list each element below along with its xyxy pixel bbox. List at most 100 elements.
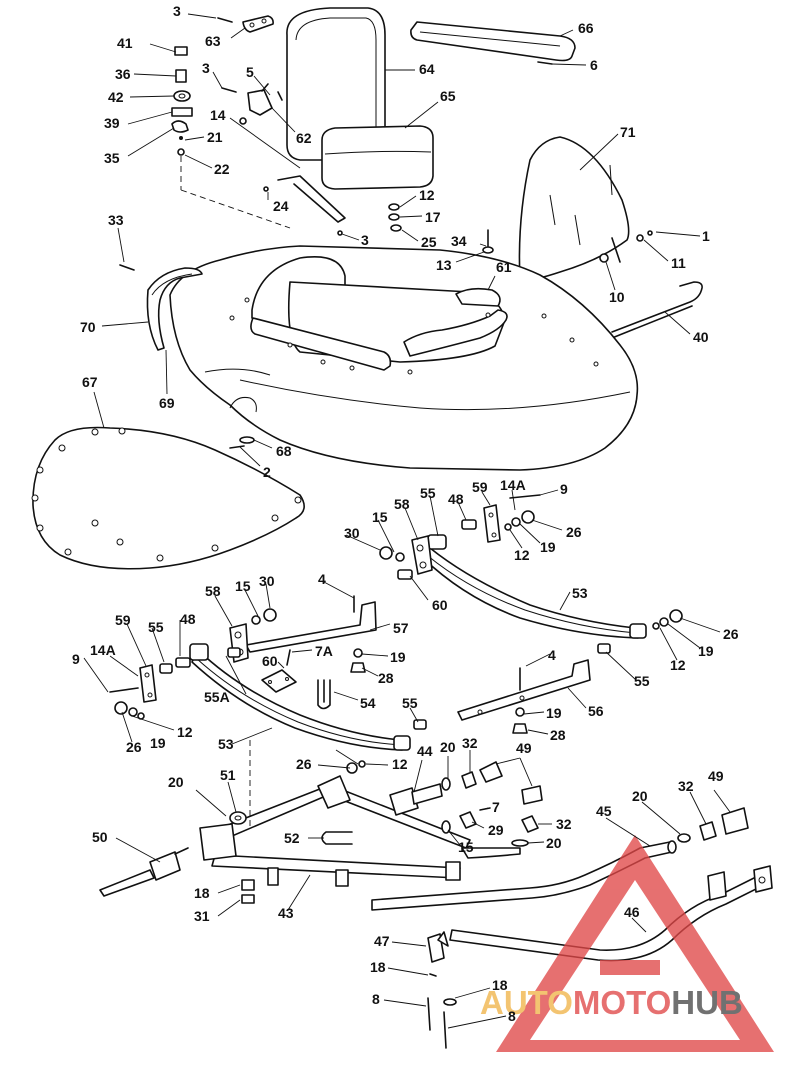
callout-18: 18: [492, 977, 508, 993]
bar-57: [245, 601, 377, 653]
callout-17: 17: [425, 209, 441, 225]
windshield-71: [518, 136, 630, 282]
callout-1: 1: [702, 228, 710, 244]
callout-12: 12: [514, 547, 530, 563]
bearing-51: [229, 811, 247, 825]
callout-20: 20: [632, 788, 648, 804]
svg-text:AUTOMOTOHUB: AUTOMOTOHUB: [480, 984, 743, 1021]
callout-8: 8: [508, 1008, 516, 1024]
callout-14A: 14A: [90, 642, 116, 658]
hardware-stack-left: [171, 46, 291, 229]
callout-9: 9: [72, 651, 80, 667]
watermark-text-auto: AUTO: [480, 984, 573, 1021]
callout-51: 51: [220, 767, 236, 783]
callout-26: 26: [566, 524, 582, 540]
callout-42: 42: [108, 89, 124, 105]
callout-26: 26: [296, 756, 312, 772]
callout-19: 19: [150, 735, 166, 751]
callout-68: 68: [276, 443, 292, 459]
callout-31: 31: [194, 908, 210, 924]
adjuster-44: [389, 783, 443, 816]
callout-11: 11: [671, 255, 686, 271]
callout-48: 48: [180, 611, 196, 627]
callout-65: 65: [440, 88, 456, 104]
callout-21: 21: [207, 129, 223, 145]
bracket-58-upper: [411, 535, 433, 575]
watermark-logo: AUTOMOTOHUB: [480, 835, 774, 1052]
callout-44: 44: [417, 743, 433, 759]
shackle-59-upper: [483, 504, 501, 543]
bracket-47: [427, 931, 457, 1049]
windshield-bracket-40: [599, 230, 703, 339]
callout-26: 26: [723, 626, 739, 642]
screws-top: [119, 17, 553, 271]
bolts-mid: [109, 494, 541, 693]
callout-28: 28: [550, 727, 566, 743]
leaf-spring-53-lower: [189, 643, 411, 751]
pad-7A: [261, 669, 297, 693]
callout-30: 30: [344, 525, 360, 541]
callout-18: 18: [194, 885, 210, 901]
callout-20: 20: [168, 774, 184, 790]
callout-50: 50: [92, 829, 108, 845]
callout-18: 18: [370, 959, 386, 975]
callout-47: 47: [374, 933, 390, 949]
u-bolt-52: [321, 831, 353, 845]
small-parts-bottom: [241, 777, 539, 904]
callout-12: 12: [392, 756, 408, 772]
callout-33: 33: [108, 212, 124, 228]
callout-55: 55: [402, 695, 418, 711]
callout-29: 29: [488, 822, 504, 838]
callout-49: 49: [516, 740, 532, 756]
callout-5: 5: [246, 64, 254, 80]
callout-3: 3: [361, 232, 369, 248]
callout-67: 67: [82, 374, 98, 390]
callout-25: 25: [421, 234, 437, 250]
bumper-70: [146, 267, 203, 351]
callout-43: 43: [278, 905, 294, 921]
callout-52: 52: [284, 830, 300, 846]
callout-55: 55: [148, 619, 164, 635]
callout-62: 62: [296, 130, 312, 146]
callout-19: 19: [546, 705, 562, 721]
callout-28: 28: [378, 670, 394, 686]
bracket-62: [247, 83, 273, 116]
callout-58: 58: [394, 496, 410, 512]
callout-57: 57: [393, 620, 409, 636]
callout-3: 3: [173, 3, 181, 19]
callout-35: 35: [104, 150, 120, 166]
callout-4: 4: [548, 647, 556, 663]
watermark-triangle: [496, 835, 774, 1052]
seat-cushion-65: [321, 125, 434, 190]
callout-55: 55: [420, 485, 436, 501]
callout-36: 36: [115, 66, 131, 82]
callout-61: 61: [496, 259, 512, 275]
watermark-text-hub: HUB: [671, 984, 743, 1021]
sidecar-body: [169, 245, 639, 471]
callout-70: 70: [80, 319, 96, 335]
callout-46: 46: [624, 904, 640, 920]
leader-lines: [83, 13, 731, 1029]
callout-9: 9: [560, 481, 568, 497]
callout-4: 4: [318, 571, 326, 587]
callout-63: 63: [205, 33, 221, 49]
callout-53: 53: [218, 736, 234, 752]
callout-55: 55: [634, 673, 650, 689]
callout-59: 59: [115, 612, 131, 628]
callout-10: 10: [609, 289, 625, 305]
armrest-pad-66: [410, 21, 576, 62]
callout-15: 15: [372, 509, 388, 525]
callout-69: 69: [159, 395, 175, 411]
callout-58: 58: [205, 583, 221, 599]
shackle-59-lower: [139, 664, 157, 703]
brace-24: [277, 175, 346, 223]
callout-7A: 7A: [315, 643, 333, 659]
callout-19: 19: [390, 649, 406, 665]
callout-60: 60: [262, 653, 278, 669]
callout-15: 15: [235, 578, 251, 594]
callout-22: 22: [214, 161, 230, 177]
callout-40: 40: [693, 329, 709, 345]
watermark-text-moto: MOTO: [573, 984, 671, 1021]
callout-64: 64: [419, 61, 435, 77]
fittings-49: [461, 761, 749, 843]
